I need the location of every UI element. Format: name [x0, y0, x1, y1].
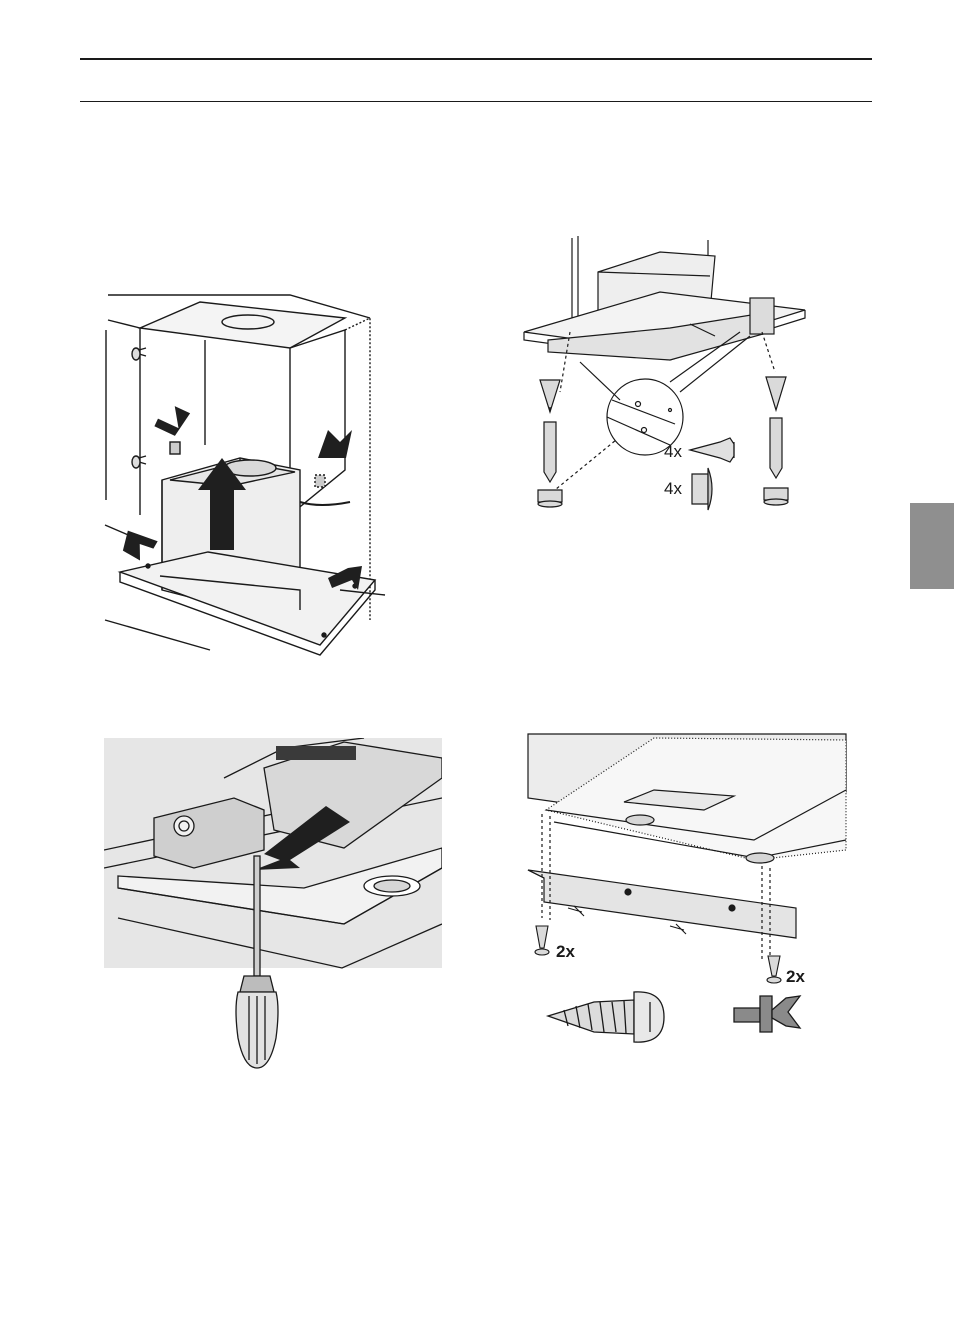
figure-cabinet-insertion — [100, 290, 390, 660]
wood-screw-icon — [538, 380, 562, 507]
screw-quantity-label: 4x — [664, 442, 682, 461]
right-screw-quantity: 2x — [786, 967, 805, 986]
pan-head-screw-icon — [548, 992, 664, 1042]
header-top-rule — [80, 58, 872, 60]
header-bottom-rule — [80, 101, 872, 102]
figure-screwdriver — [104, 738, 442, 1072]
plug-quantity-label: 4x — [664, 479, 682, 498]
section-tab-marker — [910, 503, 954, 589]
figure-ceiling-mounting: 4x 4x — [520, 232, 820, 514]
wall-plug-icon — [692, 468, 712, 510]
push-rivet-icon — [734, 996, 800, 1032]
left-screw-quantity: 2x — [556, 942, 575, 961]
figure-trim-mounting: 2x 2x — [524, 730, 850, 1050]
cabinet-icon — [100, 290, 390, 660]
